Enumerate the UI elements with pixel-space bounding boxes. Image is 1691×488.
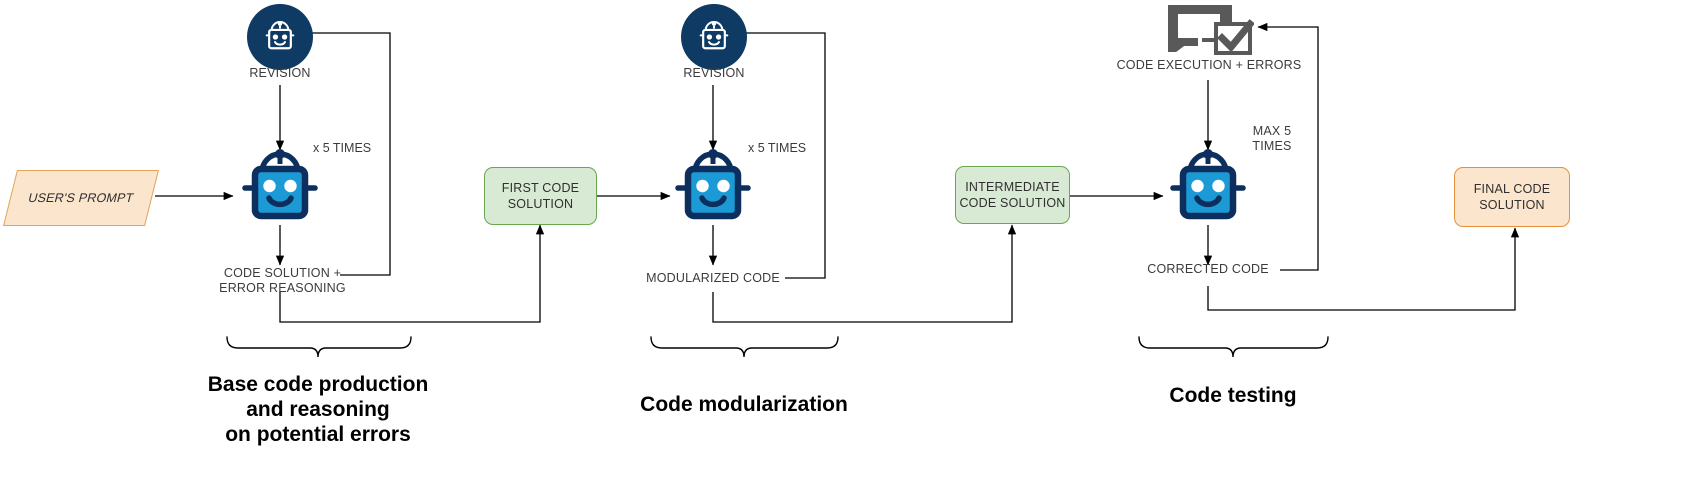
intermediate-code-solution-label: INTERMEDIATE CODE SOLUTION bbox=[959, 180, 1066, 210]
users-prompt-shape: USER'S PROMPT bbox=[3, 170, 159, 226]
brace-stage-3 bbox=[1138, 336, 1329, 358]
code-execution-label: CODE EXECUTION + ERRORS bbox=[1116, 58, 1302, 72]
section-title-2: Code modularization bbox=[640, 393, 848, 416]
robot-glyph bbox=[1170, 149, 1246, 220]
loop-label-3: MAX 5 TIMES bbox=[1252, 124, 1292, 153]
robot-glyph bbox=[265, 21, 295, 50]
robot-agent-icon-1 bbox=[233, 148, 327, 228]
first-code-solution-box: FIRST CODE SOLUTION bbox=[484, 167, 597, 225]
final-code-solution-box: FINAL CODE SOLUTION bbox=[1454, 167, 1570, 227]
revision-label-2: REVISION bbox=[683, 66, 745, 80]
robot-glyph bbox=[675, 149, 751, 220]
robot-glyph bbox=[242, 149, 318, 220]
output-label-3: CORRECTED CODE bbox=[1147, 262, 1269, 276]
monitor-check-icon bbox=[1162, 2, 1255, 58]
final-code-solution-label: FINAL CODE SOLUTION bbox=[1473, 182, 1551, 212]
loop-label-1: x 5 TIMES bbox=[313, 141, 372, 155]
robot-agent-icon-2 bbox=[666, 148, 760, 228]
robot-revision-icon-2 bbox=[681, 4, 747, 70]
monitor-check-glyph bbox=[1168, 5, 1255, 55]
users-prompt-label: USER'S PROMPT bbox=[26, 190, 136, 205]
revision-label-1: REVISION bbox=[249, 66, 311, 80]
section-title-3: Code testing bbox=[1169, 384, 1297, 407]
first-code-solution-label: FIRST CODE SOLUTION bbox=[501, 181, 580, 211]
robot-agent-icon-3 bbox=[1161, 148, 1255, 228]
brace-stage-1 bbox=[226, 336, 412, 358]
robot-glyph bbox=[699, 21, 729, 50]
output-label-2: MODULARIZED CODE bbox=[646, 271, 780, 285]
output-label-1: CODE SOLUTION + ERROR REASONING bbox=[219, 266, 346, 295]
robot-revision-icon bbox=[247, 4, 313, 70]
brace-stage-2 bbox=[650, 336, 839, 358]
section-title-1: Base code production and reasoning on po… bbox=[207, 373, 429, 446]
intermediate-code-solution-box: INTERMEDIATE CODE SOLUTION bbox=[955, 166, 1070, 224]
loop-label-2: x 5 TIMES bbox=[748, 141, 807, 155]
